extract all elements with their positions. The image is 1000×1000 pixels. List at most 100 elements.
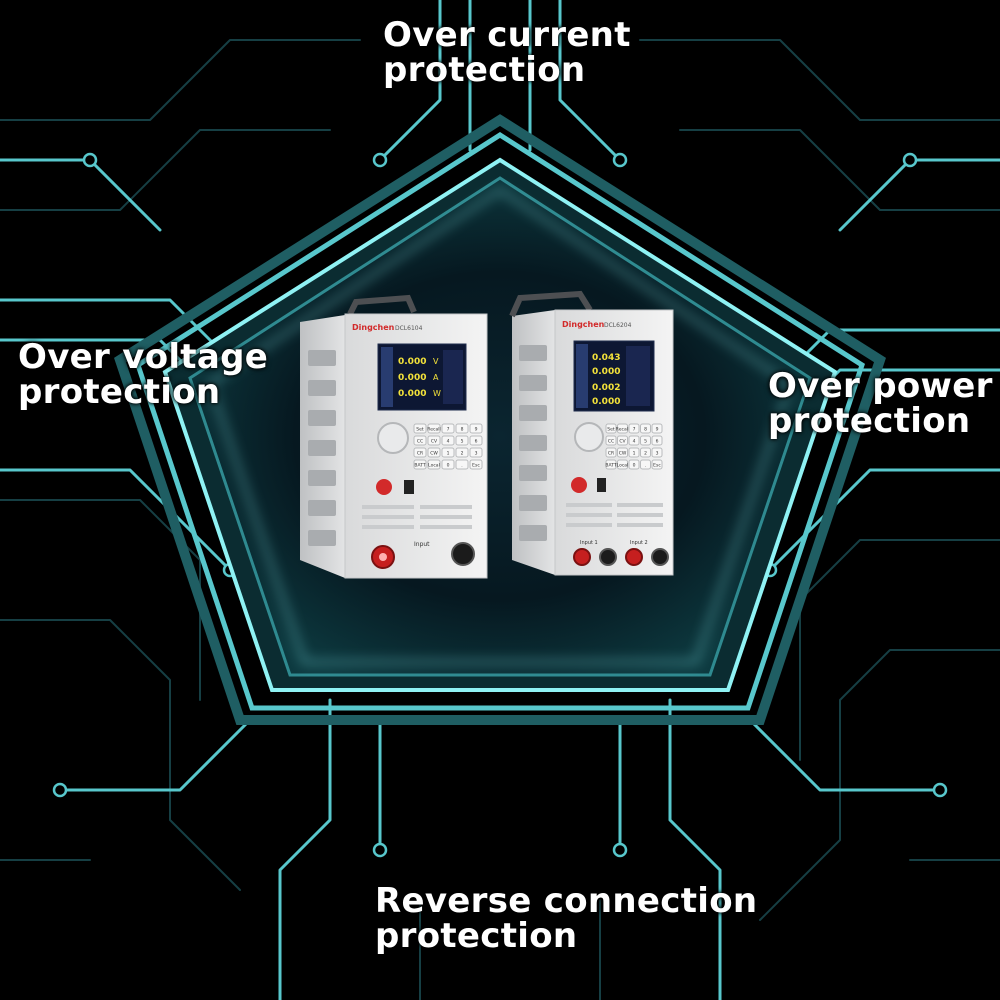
device-left-key-button[interactable] [455, 435, 469, 446]
device-right-terminal-2-negative[interactable] [651, 548, 669, 566]
device-left-power-button[interactable] [376, 479, 392, 495]
device-right-key-button[interactable] [605, 447, 617, 458]
device-right-key-button[interactable] [617, 459, 628, 470]
device-right-key-label: CV [619, 439, 626, 445]
over-power-line-1: Over power [768, 366, 993, 406]
device-left-key-button[interactable] [413, 459, 427, 470]
device-right-key-label: 3 [656, 451, 659, 457]
device-right-key-button[interactable] [640, 447, 651, 458]
device-left-key-label: CV [431, 439, 438, 445]
device-left-key-button[interactable] [413, 447, 427, 458]
device-right-terminal-1-negative[interactable] [599, 548, 617, 566]
device-left-key-button[interactable] [441, 423, 455, 434]
device-right-key-button[interactable] [651, 423, 663, 434]
device-right-port-label-2: Input 2 [630, 540, 648, 546]
device-right-key-button[interactable] [605, 459, 617, 470]
device-right-key-button[interactable] [628, 435, 640, 446]
device-right-key-button[interactable] [617, 447, 628, 458]
device-left-key-label: 4 [447, 439, 450, 445]
device-left-key-button[interactable] [427, 423, 441, 434]
over-voltage-label: Over voltage protection [18, 340, 268, 410]
device-right-brand: Dingchen [562, 320, 605, 329]
device-right-key-button[interactable] [628, 447, 640, 458]
device-left-unit-1: V [433, 357, 439, 366]
device-right-key-button[interactable] [640, 423, 651, 434]
device-left-key-label: Set [416, 427, 424, 433]
device-right: Dingchen DCL6204 0.043 0.000 0.002 0.000… [509, 290, 674, 576]
device-right-key-label: 5 [644, 439, 647, 445]
device-left-key-button[interactable] [469, 459, 483, 470]
device-right-key-button[interactable] [651, 435, 663, 446]
device-right-key-button[interactable] [605, 423, 617, 434]
device-right-key-button[interactable] [640, 459, 651, 470]
device-right-key-button[interactable] [617, 423, 628, 434]
device-right-key-button[interactable] [651, 447, 663, 458]
device-right-key-button[interactable] [617, 435, 628, 446]
device-right-key-button[interactable] [640, 435, 651, 446]
over-current-label: Over current protection [383, 18, 631, 88]
device-right-model: DCL6204 [604, 322, 632, 329]
device-right-knob[interactable] [574, 422, 604, 452]
device-right-key-label: CC [608, 439, 614, 445]
over-current-line-2: protection [383, 50, 586, 90]
device-left-negative-terminal[interactable] [451, 542, 475, 566]
device-right-key-label: Recall [616, 427, 629, 433]
device-left-key-button[interactable] [455, 447, 469, 458]
device-left-reading-1: 0.000 [398, 357, 426, 367]
over-power-label: Over power protection [768, 369, 993, 439]
device-right-key-label: CW [619, 451, 627, 457]
device-right-reading-4: 0.000 [592, 397, 620, 407]
device-left-key-label: CW [430, 451, 438, 457]
device-right-key-label: 2 [644, 451, 647, 457]
device-left-key-button[interactable] [413, 423, 427, 434]
device-left-key-button[interactable] [427, 459, 441, 470]
device-left-key-button[interactable] [441, 447, 455, 458]
device-left-key-label: 0 [447, 463, 450, 469]
device-left-reading-2: 0.000 [398, 373, 426, 383]
device-right-key-button[interactable] [651, 459, 663, 470]
device-left-key-button[interactable] [427, 447, 441, 458]
device-right-terminal-1-positive[interactable] [573, 548, 591, 566]
device-left-key-label: 5 [461, 439, 464, 445]
device-left: Dingchen DCL6104 0.000 V 0.000 A 0.000 W… [300, 294, 488, 579]
device-left-knob[interactable] [377, 422, 409, 454]
device-right-key-button[interactable] [628, 459, 640, 470]
reverse-connection-line-1: Reverse connection [375, 881, 758, 921]
device-right-reading-3: 0.002 [592, 383, 620, 393]
device-right-key-label: CR [608, 451, 614, 457]
device-left-unit-2: A [433, 373, 439, 382]
device-right-key-label: 6 [656, 439, 659, 445]
device-right-power-button[interactable] [571, 477, 587, 493]
device-right-key-label: 0 [633, 463, 636, 469]
device-left-key-label: 2 [461, 451, 464, 457]
device-left-key-label: 8 [461, 427, 464, 433]
device-left-key-button[interactable] [469, 423, 483, 434]
device-right-port-label-1: Input 1 [580, 540, 598, 546]
device-left-key-button[interactable] [469, 435, 483, 446]
device-left-key-button[interactable] [413, 435, 427, 446]
device-left-unit-3: W [433, 389, 441, 398]
over-voltage-line-2: protection [18, 372, 221, 412]
device-left-key-label: Local [428, 463, 440, 469]
over-power-line-2: protection [768, 401, 971, 441]
device-right-key-button[interactable] [605, 435, 617, 446]
device-left-key-button[interactable] [441, 459, 455, 470]
device-left-key-button[interactable] [441, 435, 455, 446]
device-left-key-label: 3 [475, 451, 478, 457]
device-right-key-label: 4 [633, 439, 636, 445]
device-right-key-label: . [645, 464, 646, 469]
device-left-key-label: Recall [427, 427, 440, 433]
device-left-key-button[interactable] [469, 447, 483, 458]
device-right-key-label: 7 [633, 427, 636, 433]
device-left-key-button[interactable] [455, 459, 469, 470]
device-left-key-button[interactable] [427, 435, 441, 446]
device-left-key-label: CC [417, 439, 423, 445]
device-left-key-label: CR [417, 451, 423, 457]
device-right-key-label: 8 [644, 427, 647, 433]
device-left-key-button[interactable] [455, 423, 469, 434]
device-right-key-button[interactable] [628, 423, 640, 434]
device-right-terminal-2-positive[interactable] [625, 548, 643, 566]
device-right-reading-1: 0.043 [592, 353, 620, 363]
device-left-key-label: 6 [475, 439, 478, 445]
